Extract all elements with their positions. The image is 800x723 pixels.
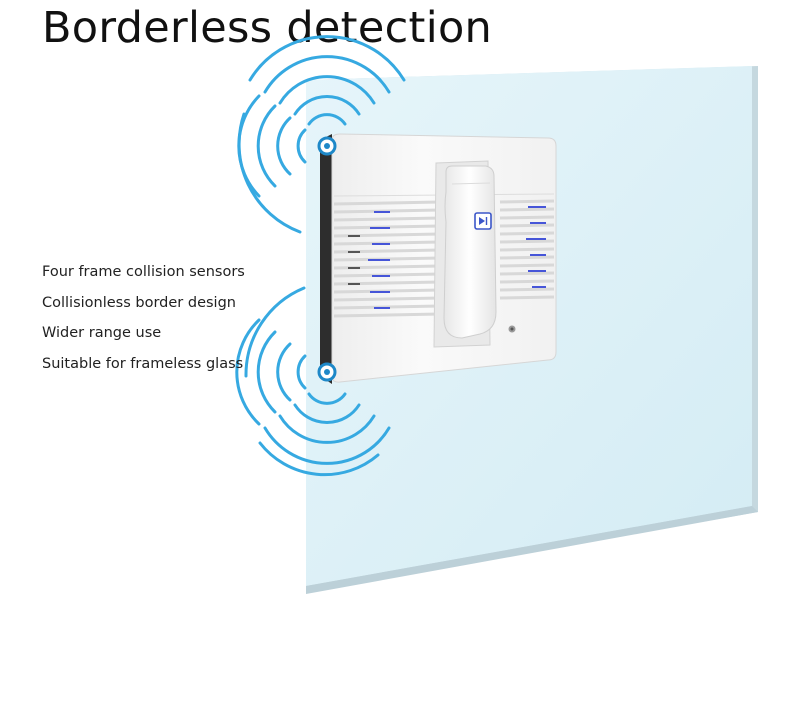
feature-item: Four frame collision sensors bbox=[42, 264, 245, 280]
right-vent-grille bbox=[499, 199, 555, 300]
feature-list: Four frame collision sensors Collisionle… bbox=[42, 259, 245, 381]
robot-handle bbox=[433, 160, 497, 348]
indicator-light-icon bbox=[508, 325, 516, 333]
feature-item: Suitable for frameless glass bbox=[42, 355, 244, 372]
feature-item: Collisionless border design bbox=[42, 294, 236, 311]
window-cleaning-robot bbox=[331, 133, 557, 383]
robot-side-frame bbox=[320, 134, 332, 384]
page-title: Borderless detection bbox=[42, 3, 493, 53]
left-vent-grille bbox=[333, 200, 441, 318]
feature-item: Wider range use bbox=[42, 325, 162, 341]
collision-sensor-top bbox=[317, 136, 337, 156]
play-pause-icon[interactable] bbox=[474, 212, 492, 230]
signal-waves-top bbox=[237, 35, 406, 234]
collision-sensor-bottom bbox=[317, 362, 337, 382]
signal-waves-bottom bbox=[235, 286, 391, 477]
